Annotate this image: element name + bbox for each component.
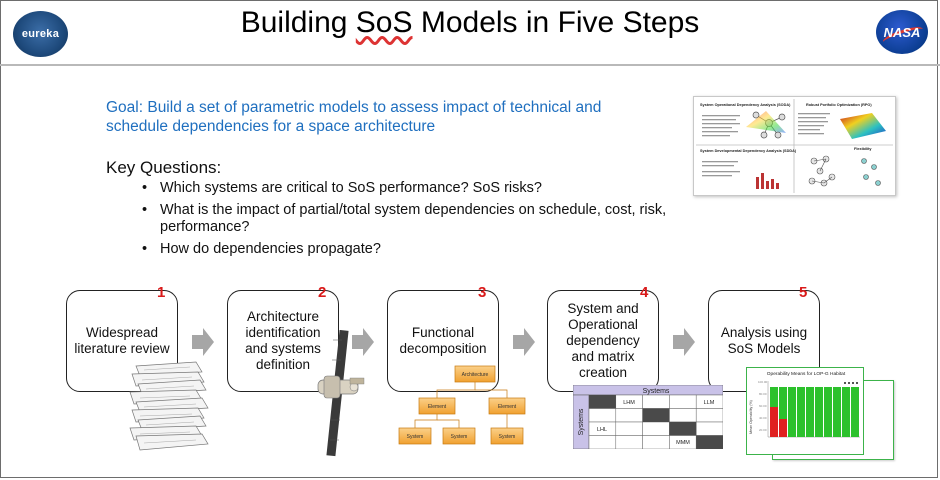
matrix-label: LHL <box>597 427 607 433</box>
arrow-right-icon <box>673 328 695 356</box>
nasa-logo: NASA <box>876 10 928 54</box>
matrix-label: MMM <box>676 440 690 446</box>
step-3-number: 3 <box>478 284 487 301</box>
key-questions-title: Key Questions: <box>106 158 222 177</box>
matrix-label: LHM <box>623 400 635 406</box>
key-question-item: How do dependencies propagate? <box>140 241 700 258</box>
svg-text:80.00: 80.00 <box>759 392 767 396</box>
dependency-matrix: Systems Systems LHM LLM LHL MMM <box>573 385 723 449</box>
key-question-item: What is the impact of partial/total syst… <box>140 202 700 236</box>
nasa-logo-text: NASA <box>883 24 921 40</box>
eureka-logo-text: eureka <box>21 28 60 40</box>
svg-text:20.00: 20.00 <box>759 428 767 432</box>
arrow-right-icon <box>513 328 535 356</box>
analysis-chart-bars <box>770 387 859 437</box>
space-station-image <box>317 330 365 457</box>
key-question-item: Which systems are critical to SoS perfor… <box>140 180 700 197</box>
analysis-chart-ylabel: Mean Operability (%) <box>749 400 753 434</box>
decomp-root: Architecture <box>462 372 489 378</box>
step-3-label: Functional decomposition <box>399 325 487 356</box>
title-divider <box>0 64 940 66</box>
decomp-system: System <box>451 434 468 440</box>
svg-text:40.00: 40.00 <box>759 416 767 420</box>
goal-statement: Goal: Build a set of parametric models t… <box>106 99 602 135</box>
step-5-label: Analysis using SoS Models <box>720 325 808 356</box>
arrow-right-icon <box>192 328 214 356</box>
thumb-q3-title: System Developmental Dependency Analysis… <box>700 149 797 153</box>
methods-thumbnail-graphic: System Operational Dependency Analysis (… <box>696 99 893 193</box>
analysis-chart-title: Operability Means for LOP-G Habitat <box>767 371 846 377</box>
decomp-element: Element <box>428 404 447 410</box>
step-1-number: 1 <box>157 284 166 301</box>
matrix-row-header: Systems <box>578 408 585 435</box>
matrix-col-header: Systems <box>643 388 670 395</box>
arrow-right-icon <box>352 328 374 356</box>
analysis-chart: Operability Means for LOP-G Habitat Mean… <box>746 367 864 455</box>
paper-stack-image <box>129 361 209 451</box>
step-1-label: Widespread literature review <box>74 325 170 356</box>
step-2-number: 2 <box>318 284 327 301</box>
decomp-element: Element <box>498 404 517 410</box>
svg-text:100.00: 100.00 <box>758 380 768 384</box>
thumb-q1-title: System Operational Dependency Analysis (… <box>700 103 791 107</box>
step-2-label: Architecture identification and systems … <box>245 309 321 372</box>
thumb-q4-title: Flexibility <box>854 147 872 151</box>
thumb-q2-title: Robust Portfolio Optimization (RPO) <box>806 103 872 107</box>
decomp-system: System <box>499 434 516 440</box>
step-4-box: System and Operational dependency and ma… <box>547 290 659 392</box>
decomp-system: System <box>407 434 424 440</box>
key-questions-list: Which systems are critical to SoS perfor… <box>140 180 700 263</box>
eureka-logo: eureka <box>13 11 68 57</box>
title-prefix: Building <box>240 6 356 39</box>
svg-text:60.00: 60.00 <box>759 404 767 408</box>
slide-title: Building SoS Models in Five Steps <box>0 6 940 40</box>
step-2-box: Architecture identification and systems … <box>227 290 339 392</box>
title-sos: SoS <box>355 6 413 39</box>
step-5-number: 5 <box>799 284 808 301</box>
methods-thumbnail: System Operational Dependency Analysis (… <box>693 96 896 196</box>
step-4-label: System and Operational dependency and ma… <box>566 301 640 380</box>
step-4-number: 4 <box>640 284 649 301</box>
matrix-label: LLM <box>704 400 715 406</box>
decomposition-tree: Architecture Element Element System Syst… <box>398 365 526 445</box>
title-suffix: Models in Five Steps <box>412 6 700 39</box>
